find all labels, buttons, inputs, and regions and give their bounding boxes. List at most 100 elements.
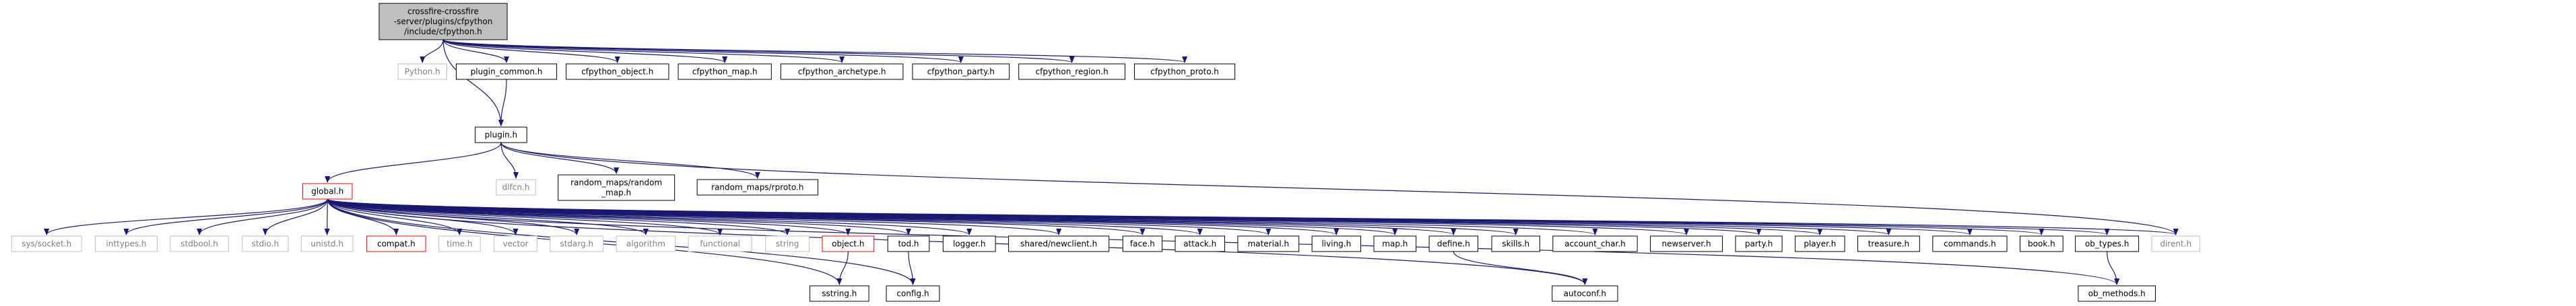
node-commands_h[interactable]: commands.h	[1932, 235, 2008, 252]
node-treasure_h[interactable]: treasure.h	[1857, 235, 1920, 252]
node-cfpython_party_h[interactable]: cfpython_party.h	[912, 63, 1010, 80]
node-box	[1795, 235, 1845, 252]
node-box	[887, 235, 930, 252]
edge-plugin_h-to-dlfcn_h	[500, 142, 519, 179]
node-account_char_h[interactable]: account_char.h	[1552, 235, 1638, 252]
node-cfpython_archetype_h[interactable]: cfpython_archetype.h	[780, 63, 904, 80]
node-box	[616, 235, 676, 252]
node-skills_h[interactable]: skills.h	[1491, 235, 1540, 252]
node-label: cfpython_archetype.h	[798, 67, 886, 77]
node-compat_h[interactable]: compat.h	[366, 235, 426, 252]
node-label: object.h	[832, 239, 864, 249]
node-label: logger.h	[953, 239, 986, 249]
node-box	[550, 235, 604, 252]
node-face_h[interactable]: face.h	[1122, 235, 1163, 252]
node-box	[496, 179, 536, 196]
node-label: cfpython_object.h	[581, 67, 653, 77]
node-label: skills.h	[1502, 239, 1529, 249]
node-box	[1857, 235, 1920, 252]
node-cfpython_region_h[interactable]: cfpython_region.h	[1018, 63, 1125, 80]
node-label: Python.h	[405, 67, 440, 77]
node-box	[1018, 63, 1125, 80]
node-box	[1552, 235, 1638, 252]
node-cfpython_proto_h[interactable]: cfpython_proto.h	[1134, 63, 1236, 80]
node-label: shared/newclient.h	[1020, 239, 1097, 249]
node-cfpython_map_h[interactable]: cfpython_map.h	[678, 63, 772, 80]
edge-root-to-plugin_common_h	[442, 39, 509, 63]
node-object_h[interactable]: object.h	[822, 235, 875, 252]
node-config_h[interactable]: config.h	[886, 285, 940, 302]
node-label: stdbool.h	[180, 239, 218, 249]
node-tod_h[interactable]: tod.h	[887, 235, 930, 252]
node-label: attack.h	[1183, 239, 1216, 249]
edge-global_h-to-inttypes_h	[123, 198, 328, 235]
node-label: stdarg.h	[560, 239, 593, 249]
node-autoconf_h[interactable]: autoconf.h	[1552, 285, 1618, 302]
node-inttypes_h: inttypes.h	[95, 235, 158, 252]
node-box	[942, 235, 996, 252]
edge-root-to-cfpython_region_h	[442, 39, 1075, 63]
node-random_map_h[interactable]: random_maps/random_map.h	[558, 174, 675, 201]
node-sys_socket_h: sys/socket.h	[11, 235, 82, 252]
edge-root-to-cfpython_object_h	[442, 39, 620, 63]
node-box	[688, 235, 752, 252]
node-label: cfpython_map.h	[692, 67, 758, 77]
node-rproto_h[interactable]: random_maps/rproto.h	[696, 179, 818, 196]
edge-plugin_h-to-global_h	[325, 142, 502, 183]
node-box	[366, 235, 426, 252]
node-box	[912, 63, 1010, 80]
node-living_h[interactable]: living.h	[1311, 235, 1362, 252]
node-plugin_h[interactable]: plugin.h	[475, 126, 527, 143]
node-label: material.h	[1248, 239, 1290, 249]
node-map_h[interactable]: map.h	[1373, 235, 1417, 252]
node-box	[397, 63, 447, 80]
node-label: config.h	[896, 289, 929, 299]
node-label: player.h	[1804, 239, 1836, 249]
node-box	[438, 235, 481, 252]
node-plugin_common_h[interactable]: plugin_common.h	[455, 63, 558, 80]
node-player_h[interactable]: player.h	[1795, 235, 1845, 252]
node-define_h[interactable]: define.h	[1428, 235, 1479, 252]
edge-root-to-cfpython_proto_h	[442, 39, 1187, 63]
node-label: stdio.h	[252, 239, 279, 249]
node-book_h[interactable]: book.h	[2019, 235, 2063, 252]
node-newserver_h[interactable]: newserver.h	[1650, 235, 1723, 252]
node-ob_types_h[interactable]: ob_types.h	[2075, 235, 2140, 252]
node-box	[242, 235, 289, 252]
node-box	[1311, 235, 1362, 252]
node-newclient_h[interactable]: shared/newclient.h	[1008, 235, 1110, 252]
edge-global_h-to-newclient_h	[327, 198, 1061, 235]
node-label: algorithm	[626, 239, 665, 249]
edge-plugin_h-to-random_map_h	[500, 142, 620, 174]
node-label: cfpython_party.h	[927, 67, 995, 77]
node-material_h[interactable]: material.h	[1237, 235, 1300, 252]
node-global_h[interactable]: global.h	[302, 183, 353, 200]
node-cfpython_object_h[interactable]: cfpython_object.h	[566, 63, 669, 80]
nodes-layer: crossfire-crossfire-server/plugins/cfpyt…	[11, 3, 2200, 302]
node-functional: functional	[688, 235, 752, 252]
node-stdbool_h: stdbool.h	[170, 235, 229, 252]
node-ob_methods_h[interactable]: ob_methods.h	[2078, 285, 2156, 302]
node-label: inttypes.h	[106, 239, 146, 249]
node-box	[558, 174, 675, 201]
node-box	[886, 285, 940, 302]
node-box	[1175, 235, 1225, 252]
node-attack_h[interactable]: attack.h	[1175, 235, 1225, 252]
node-label: living.h	[1321, 239, 1351, 249]
edge-root-to-plugin_h	[442, 39, 504, 126]
node-box	[95, 235, 158, 252]
node-box	[566, 63, 669, 80]
node-label: sstring.h	[822, 289, 857, 299]
node-label: unistd.h	[310, 239, 343, 249]
node-label: cfpython_region.h	[1036, 67, 1109, 77]
node-label: /include/cfpython.h	[404, 27, 482, 36]
edge-plugin_h-to-dirent_h	[500, 142, 2179, 235]
node-vector: vector	[494, 235, 537, 252]
edge-ob_types_h-to-ob_methods_h	[2107, 251, 2120, 285]
node-label: crossfire-crossfire	[407, 7, 479, 16]
node-party_h[interactable]: party.h	[1735, 235, 1783, 252]
node-root[interactable]: crossfire-crossfire-server/plugins/cfpyt…	[378, 3, 508, 40]
edge-plugin_common_h-to-plugin_h	[498, 79, 507, 126]
node-logger_h[interactable]: logger.h	[942, 235, 996, 252]
node-sstring_h[interactable]: sstring.h	[810, 285, 869, 302]
